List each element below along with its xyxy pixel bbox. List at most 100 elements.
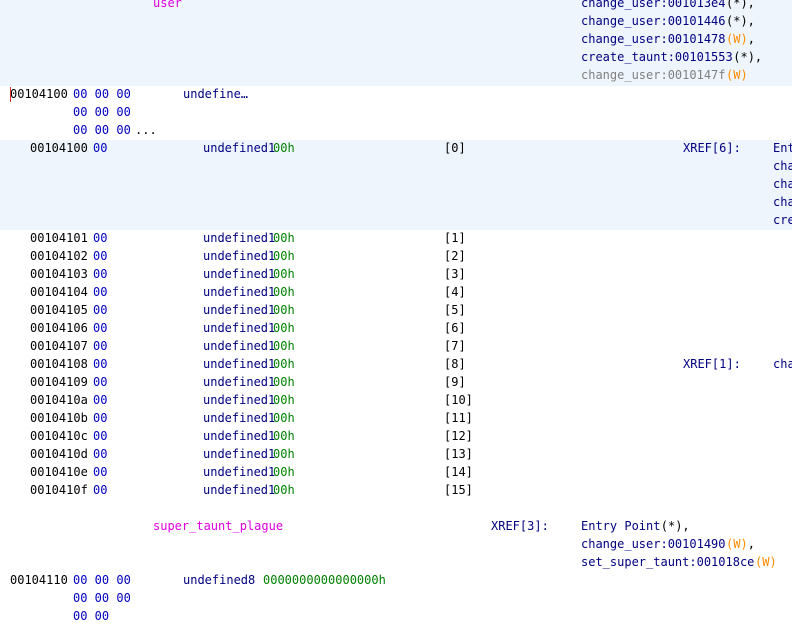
row-value-1: 00h: [273, 231, 295, 245]
row-index-13: [13]: [444, 447, 473, 461]
label-user[interactable]: user: [153, 0, 182, 10]
struct-bytes-1: 00 00 00: [73, 105, 131, 119]
row-value-8: 00h: [273, 357, 295, 371]
top-xref-0-suffix: (*),: [726, 0, 755, 10]
row-type-10[interactable]: undefined1: [203, 393, 276, 407]
top-xref-3-suffix: (*),: [733, 50, 763, 64]
row-index-2: [2]: [444, 249, 466, 263]
row-index-11: [11]: [444, 411, 473, 425]
row-address-5[interactable]: 00104105: [30, 303, 88, 317]
row-type-15[interactable]: undefined1: [203, 483, 276, 497]
highlight-top-label: [0, 0, 792, 86]
row-xref-ref-8-0[interactable]: cha: [773, 357, 792, 371]
row-address-9[interactable]: 00104109: [30, 375, 88, 389]
row-byte-1: 00: [93, 231, 108, 245]
top-xref-1[interactable]: change_user:00101446: [581, 14, 726, 28]
plague-ref-1-write-flag: (W): [726, 537, 748, 551]
row-index-1: [1]: [444, 231, 466, 245]
row-type-13[interactable]: undefined1: [203, 447, 276, 461]
row-type-8[interactable]: undefined1: [203, 357, 276, 371]
row-byte-4: 00: [93, 285, 108, 299]
row-type-5[interactable]: undefined1: [203, 303, 276, 317]
row-value-11: 00h: [273, 411, 295, 425]
row-index-9: [9]: [444, 375, 466, 389]
top-xref-2[interactable]: change_user:00101478: [581, 32, 726, 46]
row-address-6[interactable]: 00104106: [30, 321, 88, 335]
row-index-6: [6]: [444, 321, 466, 335]
plague-ref-0-suffix: (*),: [660, 519, 690, 533]
row-index-10: [10]: [444, 393, 473, 407]
row-type-7[interactable]: undefined1: [203, 339, 276, 353]
row-address-3[interactable]: 00104103: [30, 267, 88, 281]
row-value-14: 00h: [273, 465, 295, 479]
row-byte-0: 00: [93, 141, 108, 155]
row-type-12[interactable]: undefined1: [203, 429, 276, 443]
row-byte-8: 00: [93, 357, 108, 371]
row-byte-10: 00: [93, 393, 108, 407]
row-index-12: [12]: [444, 429, 473, 443]
top-xref-2-tail: ,: [747, 32, 755, 46]
row-byte-9: 00: [93, 375, 108, 389]
struct-type[interactable]: undefine…: [183, 87, 249, 101]
row-address-14[interactable]: 0010410e: [30, 465, 88, 479]
row-byte-5: 00: [93, 303, 108, 317]
row-index-15: [15]: [444, 483, 473, 497]
row-address-10[interactable]: 0010410a: [30, 393, 88, 407]
struct-address[interactable]: 00104100: [10, 87, 68, 101]
row-byte-7: 00: [93, 339, 108, 353]
plague-address[interactable]: 00104110: [10, 573, 68, 587]
row-value-10: 00h: [273, 393, 295, 407]
row-address-8[interactable]: 00104108: [30, 357, 88, 371]
row-xref-0[interactable]: XREF[6]:: [683, 141, 741, 155]
row-type-3[interactable]: undefined1: [203, 267, 276, 281]
plague-xref[interactable]: XREF[3]:: [491, 519, 549, 533]
plague-ref-1-tail: ,: [747, 537, 755, 551]
top-xref-0[interactable]: change_user:001013e4: [581, 0, 726, 10]
plague-ref-1[interactable]: change_user:00101490: [581, 537, 726, 551]
row-type-6[interactable]: undefined1: [203, 321, 276, 335]
row-type-4[interactable]: undefined1: [203, 285, 276, 299]
top-xref-3[interactable]: create_taunt:00101553: [581, 50, 733, 64]
row-address-7[interactable]: 00104107: [30, 339, 88, 353]
row-address-4[interactable]: 00104104: [30, 285, 88, 299]
row-address-11[interactable]: 0010410b: [30, 411, 88, 425]
row-value-15: 00h: [273, 483, 295, 497]
label-super-taunt-plague[interactable]: super_taunt_plague: [153, 519, 284, 533]
row-address-13[interactable]: 0010410d: [30, 447, 88, 461]
row-index-14: [14]: [444, 465, 473, 479]
row-type-0[interactable]: undefined1: [203, 141, 276, 155]
struct-bytes-2: 00 00 00: [73, 123, 131, 137]
row-xref-ref-0-0[interactable]: Ent: [773, 141, 792, 155]
row-xref-ref-0-4[interactable]: cre: [773, 213, 792, 227]
row-address-12[interactable]: 0010410c: [30, 429, 88, 443]
row-address-0[interactable]: 00104100: [30, 141, 88, 155]
top-xref-4[interactable]: change_user:0010147f: [581, 68, 726, 82]
row-type-1[interactable]: undefined1: [203, 231, 276, 245]
top-xref-4-write-flag: (W): [726, 68, 748, 82]
row-type-2[interactable]: undefined1: [203, 249, 276, 263]
row-index-0: [0]: [444, 141, 466, 155]
row-value-7: 00h: [273, 339, 295, 353]
row-value-13: 00h: [273, 447, 295, 461]
plague-ref-2[interactable]: set_super_taunt:001018ce: [581, 555, 755, 569]
row-xref-ref-0-2[interactable]: cha: [773, 177, 792, 191]
row-byte-12: 00: [93, 429, 108, 443]
row-value-2: 00h: [273, 249, 295, 263]
plague-type[interactable]: undefined8: [183, 573, 256, 587]
row-address-15[interactable]: 0010410f: [30, 483, 88, 497]
row-byte-6: 00: [93, 321, 108, 335]
row-type-14[interactable]: undefined1: [203, 465, 276, 479]
row-byte-2: 00: [93, 249, 108, 263]
row-xref-ref-0-1[interactable]: cha: [773, 159, 792, 173]
struct-bytes-0: 00 00 00: [73, 87, 131, 101]
row-xref-ref-0-3[interactable]: cha: [773, 195, 792, 209]
row-xref-8[interactable]: XREF[1]:: [683, 357, 741, 371]
plague-bytes-0: 00 00 00: [73, 573, 131, 587]
plague-ref-0[interactable]: Entry Point: [581, 519, 661, 533]
row-address-2[interactable]: 00104102: [30, 249, 88, 263]
row-type-9[interactable]: undefined1: [203, 375, 276, 389]
highlight-row-0: [0, 140, 792, 230]
plague-value: 0000000000000000h: [263, 573, 386, 587]
row-type-11[interactable]: undefined1: [203, 411, 276, 425]
row-address-1[interactable]: 00104101: [30, 231, 88, 245]
